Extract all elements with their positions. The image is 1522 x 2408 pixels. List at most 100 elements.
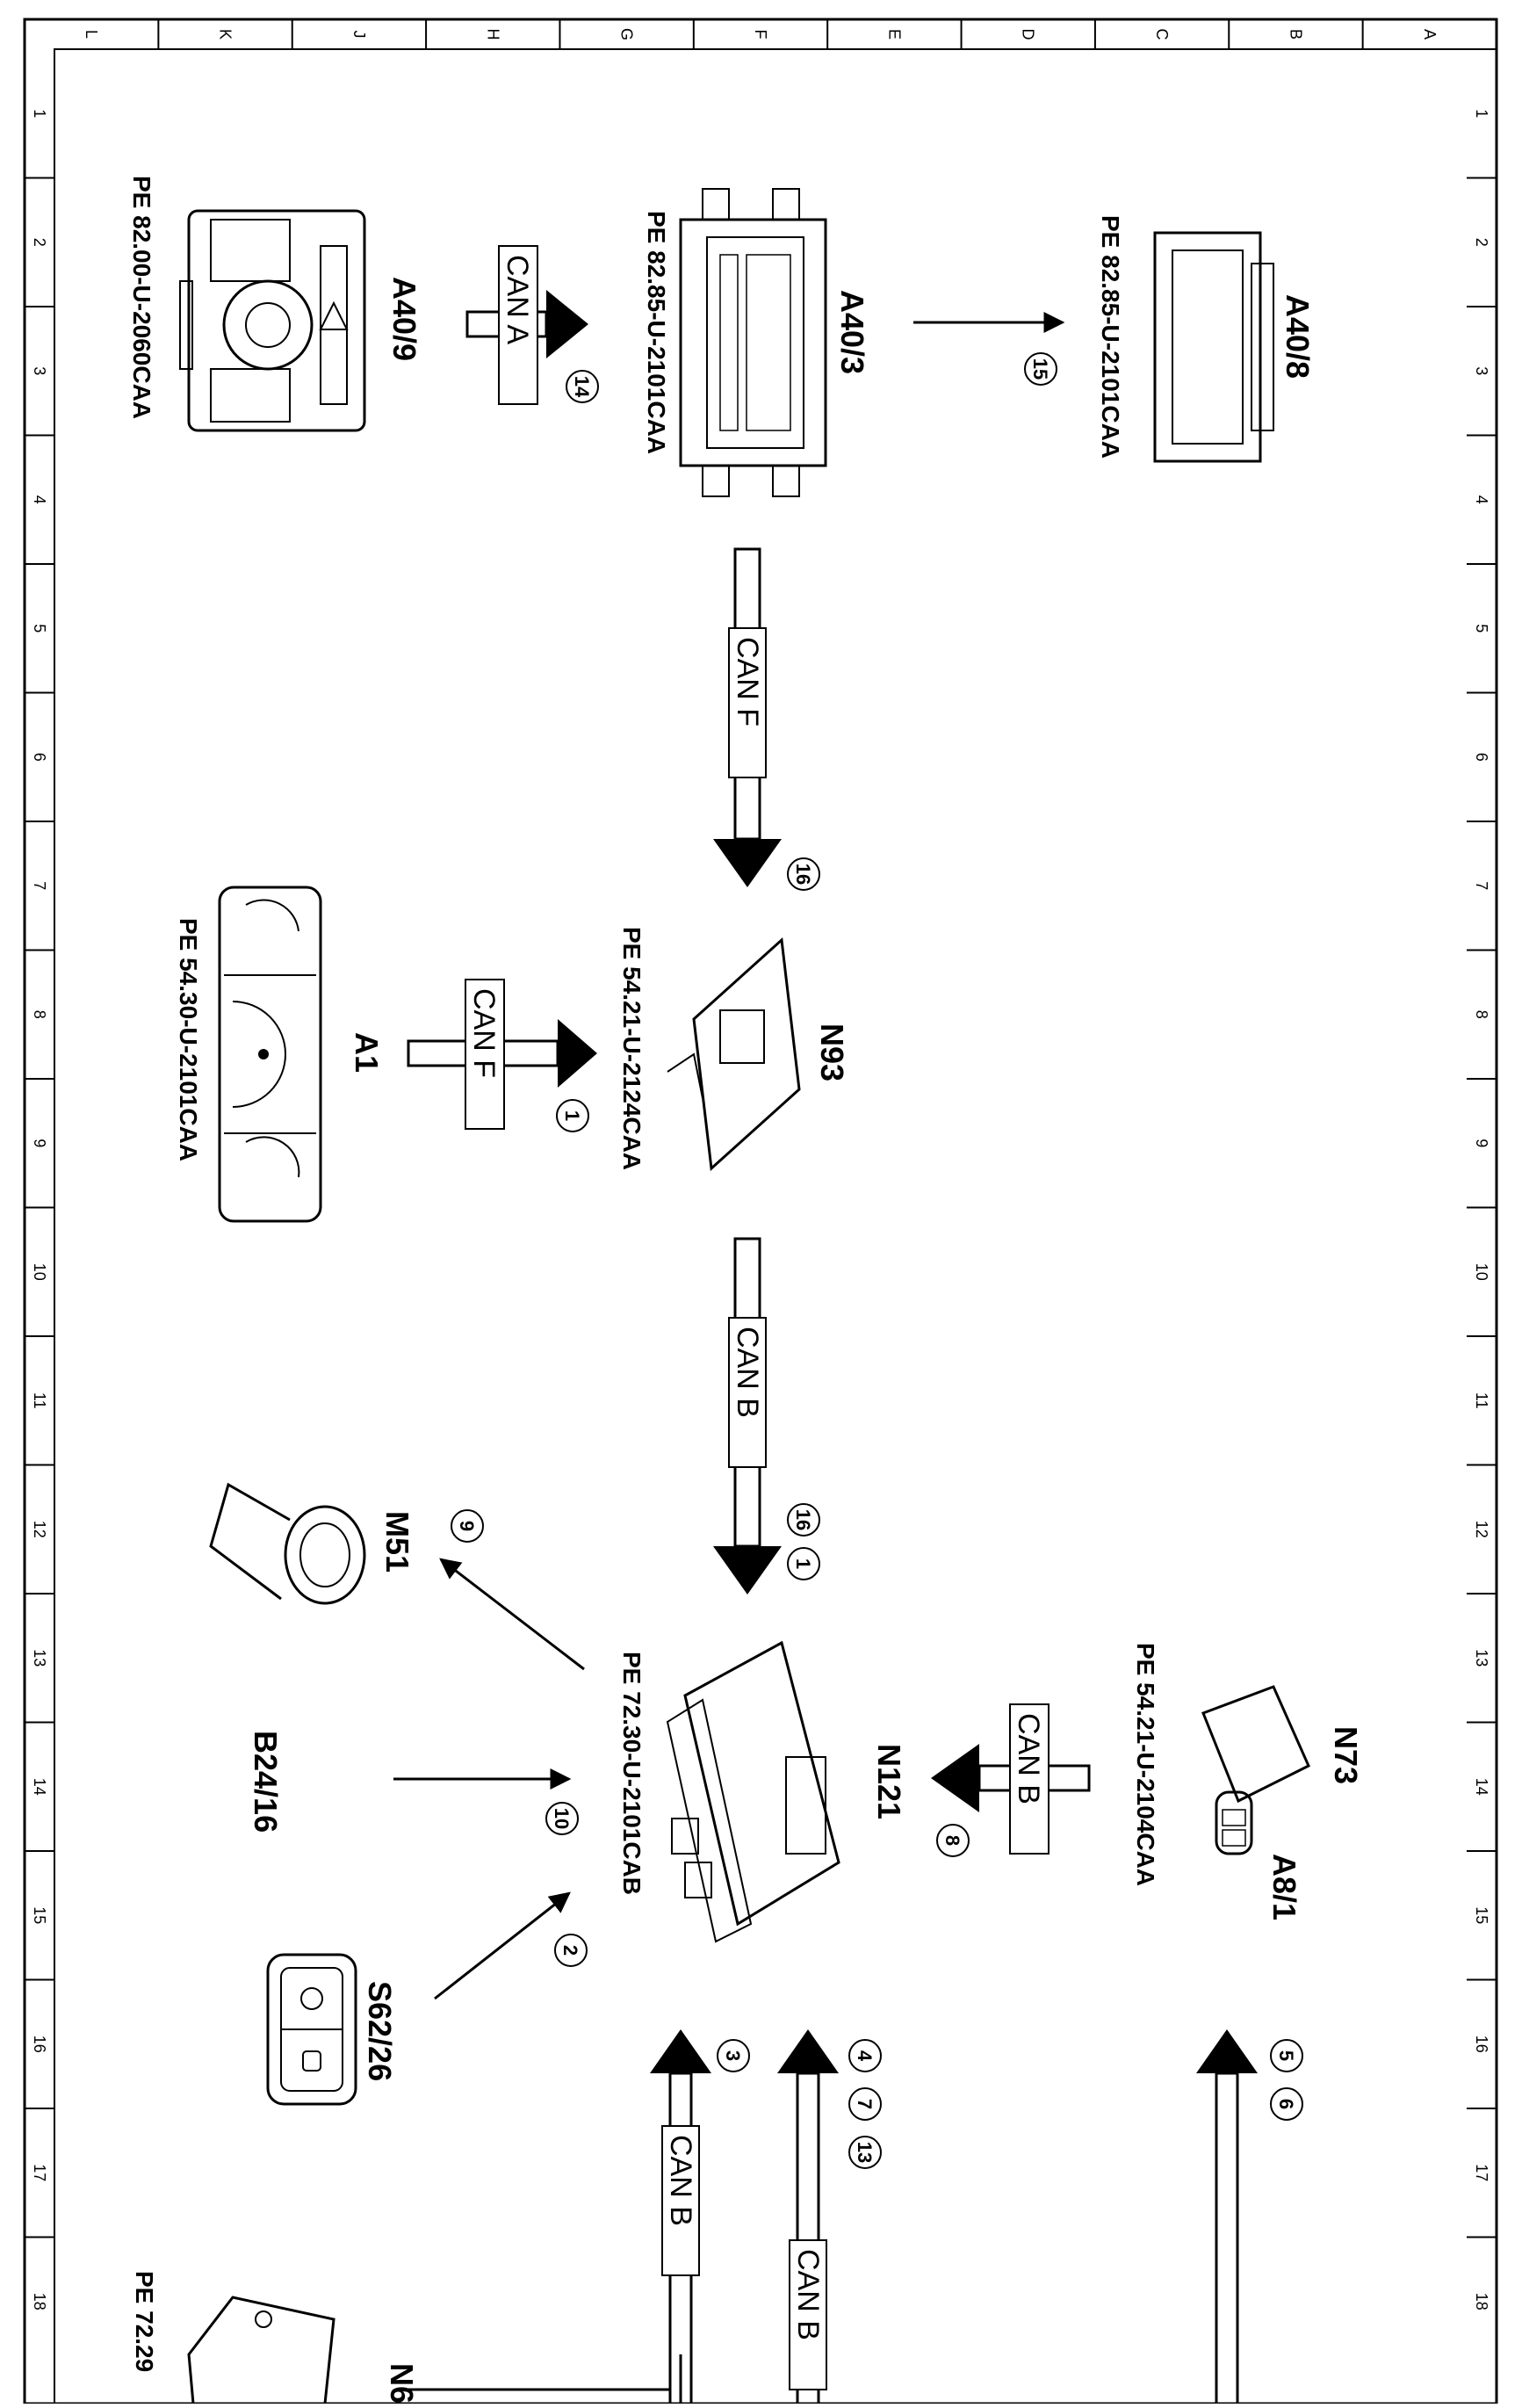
- grid-row-label: 3: [1473, 366, 1490, 375]
- can-b-label-3: CAN B: [664, 2135, 697, 2226]
- marker-16-a: 16: [792, 864, 814, 885]
- grid-row-label: 11: [31, 1392, 48, 1409]
- grid-column-label: C: [1153, 29, 1171, 40]
- grid-row-label: 15: [1473, 1906, 1490, 1924]
- grid-row-label: 4: [1473, 495, 1490, 504]
- grid-row-label: 2: [31, 238, 48, 247]
- grid-column-label: K: [217, 29, 234, 40]
- grid-row-label: 18: [1473, 2293, 1490, 2310]
- n73-ref: PE 54.21-U-2104CAA: [1132, 1643, 1159, 1886]
- a1-component-icon: [218, 886, 322, 1223]
- marker-8: 8: [941, 1835, 963, 1846]
- a40-8-ref: PE 82.85-U-2101CAA: [1097, 215, 1124, 459]
- grid-row-label: 12: [1473, 1521, 1490, 1538]
- a40-3-label: A40/3: [834, 290, 870, 374]
- grid-row-label: 7: [1473, 881, 1490, 890]
- grid-row-label: 14: [31, 1778, 48, 1796]
- can-b-vertical-arrow: [713, 1237, 782, 1594]
- a1-ref: PE 54.30-U-2101CAA: [175, 918, 202, 1161]
- grid-row-label: 1: [1473, 109, 1490, 118]
- n121-component-icon: [666, 1640, 840, 1943]
- marker-16-b: 16: [792, 1509, 814, 1530]
- a40-9-ref: PE 82.00-U-2060CAA: [128, 176, 155, 419]
- can-b-horizontal-arrow: [931, 1703, 1091, 1855]
- grid-column-label: J: [350, 31, 368, 39]
- can-f-label-2: CAN F: [467, 988, 501, 1078]
- n69-label: N69: [384, 2363, 420, 2404]
- grid-row-label: 16: [1473, 2036, 1490, 2053]
- grid-row-label: 14: [1473, 1778, 1490, 1796]
- marker-6: 6: [1275, 2099, 1297, 2109]
- grid-column-label: D: [1020, 29, 1037, 40]
- grid-row-label: 1: [31, 109, 48, 118]
- can-a-arrow: [465, 245, 588, 405]
- n69-ref: PE 72.29: [131, 2271, 158, 2372]
- grid-row-label: 17: [31, 2164, 48, 2181]
- grid-row-label: 17: [1473, 2164, 1490, 2181]
- grid-column-label: B: [1287, 29, 1304, 40]
- can-a-label: CAN A: [501, 255, 534, 344]
- s62-26-component-icon: [266, 1953, 357, 2106]
- s62-26-label: S62/26: [362, 1981, 398, 2081]
- can-b-label-4: CAN B: [791, 2249, 825, 2340]
- grid-row-label: 8: [1473, 1010, 1490, 1019]
- b24-16-label: B24/16: [248, 1731, 284, 1833]
- marker-15: 15: [1029, 358, 1051, 380]
- marker-2: 2: [559, 1945, 581, 1956]
- grid-column-label: H: [484, 29, 501, 40]
- bus-lead-5-6: [1196, 2029, 1258, 2405]
- can-f-label-1: CAN F: [731, 637, 764, 727]
- a40-9-label: A40/9: [386, 277, 422, 361]
- can-f-horizontal-arrow: [407, 979, 597, 1130]
- grid-row-label: 6: [1473, 753, 1490, 762]
- a40-8-label: A40/8: [1280, 294, 1316, 379]
- grid-row-label: 9: [31, 1139, 48, 1147]
- a40-3-component-icon: [679, 188, 827, 497]
- marker-1-b: 1: [792, 1558, 814, 1569]
- grid-row-label: 11: [1473, 1392, 1490, 1409]
- can-b-lead-4: [777, 2029, 839, 2405]
- marker-7: 7: [854, 2099, 876, 2109]
- marker-10: 10: [551, 1808, 573, 1829]
- grid-row-label: 10: [1473, 1263, 1490, 1281]
- grid-row-label: 5: [1473, 624, 1490, 633]
- a40-3-ref: PE 82.85-U-2101CAA: [643, 211, 670, 454]
- n73-component-icon: [1201, 1685, 1310, 1855]
- grid-row-label: 8: [31, 1010, 48, 1019]
- grid-row-label: 3: [31, 366, 48, 375]
- marker-5: 5: [1275, 2050, 1297, 2061]
- a40-8-component-icon: [1153, 231, 1274, 463]
- grid-column-label: E: [885, 29, 903, 40]
- grid-row-label: 2: [1473, 238, 1490, 247]
- m51-component-icon: [209, 1482, 366, 1605]
- grid-row-label: 4: [31, 495, 48, 504]
- n69-component-icon: [187, 2296, 335, 2405]
- marker-9: 9: [456, 1521, 478, 1531]
- marker-14: 14: [571, 376, 593, 398]
- marker-13: 13: [854, 2142, 876, 2163]
- grid-column-label: G: [618, 28, 636, 40]
- grid-column-label: L: [83, 30, 100, 39]
- grid-row-label: 16: [31, 2036, 48, 2053]
- n73-label: N73: [1328, 1726, 1364, 1784]
- grid-row-label: 7: [31, 881, 48, 890]
- grid-row-label: 12: [31, 1521, 48, 1538]
- grid-row-label: 9: [1473, 1139, 1490, 1147]
- grid-row-label: 13: [1473, 1649, 1490, 1667]
- drawing-frame: [23, 18, 1498, 2405]
- n93-label: N93: [814, 1023, 850, 1081]
- n93-component-icon: [667, 936, 801, 1172]
- grid-column-label: A: [1421, 29, 1439, 40]
- a1-label: A1: [349, 1032, 385, 1073]
- grid-row-label: 13: [31, 1649, 48, 1667]
- grid-row-label: 6: [31, 753, 48, 762]
- a40-9-component-icon: [179, 209, 366, 432]
- grid-column-label: F: [752, 30, 769, 40]
- a8-1-label: A8/1: [1266, 1854, 1302, 1920]
- grid-row-label: 10: [31, 1263, 48, 1281]
- n93-ref: PE 54.21-U-2124CAA: [618, 927, 646, 1170]
- can-b-label-2: CAN B: [1012, 1713, 1045, 1804]
